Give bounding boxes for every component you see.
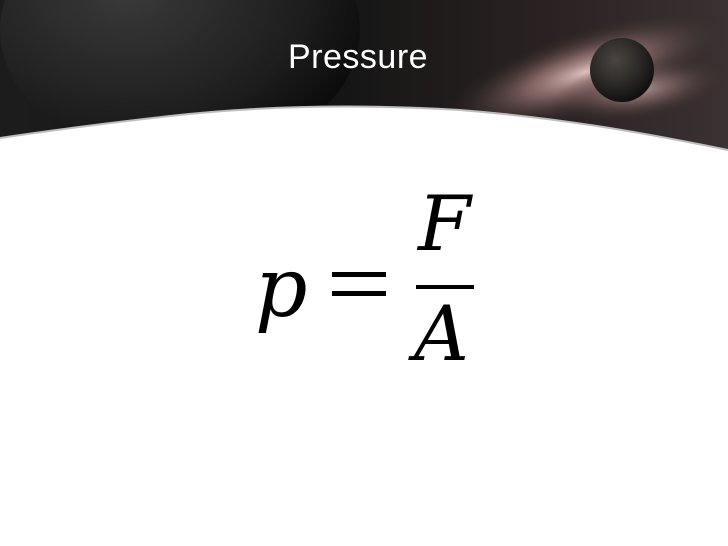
fraction-bar bbox=[416, 285, 474, 289]
slide-title: Pressure bbox=[288, 38, 429, 76]
equals-sign bbox=[332, 272, 386, 296]
formula-denominator: A bbox=[414, 289, 469, 378]
header-banner bbox=[0, 0, 728, 160]
formula-lhs: p bbox=[255, 241, 308, 336]
formula-numerator: F bbox=[418, 179, 471, 268]
space-banner-art bbox=[0, 0, 728, 160]
planet-icon bbox=[590, 38, 654, 102]
